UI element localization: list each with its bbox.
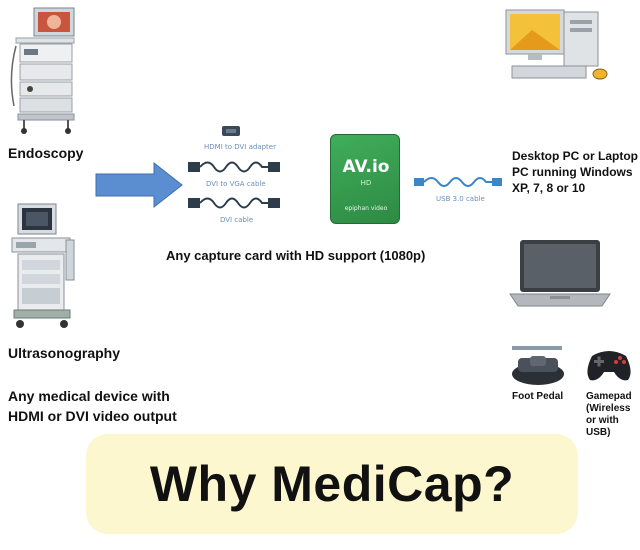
endoscopy-label: Endoscopy <box>8 145 84 161</box>
avio-brand-text: AV.io <box>342 157 390 177</box>
avio-maker-text: epiphan video <box>344 205 388 212</box>
banner-title: Why MediCap? <box>149 456 515 512</box>
avio-model-text: HD <box>360 179 372 187</box>
usb-cable-label: USB 3.0 cable <box>436 195 485 203</box>
ultrasonography-label: Ultrasonography <box>8 345 121 361</box>
dvi-vga-cable-icon <box>188 161 280 173</box>
gamepad-label: Gamepad (Wireless or with USB) <box>586 391 632 438</box>
why-medicap-banner: Why MediCap? <box>86 434 578 534</box>
hdmi-dvi-adapter-label: HDMI to DVI adapter <box>204 143 276 151</box>
avio-capture-device: AV.io HD epiphan video <box>330 134 400 224</box>
ultrasound-machine-image <box>11 203 75 328</box>
hdmi-dvi-adapter-icon <box>222 126 240 136</box>
usb-cable-icon <box>414 177 502 187</box>
desktop-pc-image <box>505 9 608 80</box>
laptop-image <box>509 240 611 307</box>
gamepad-image <box>587 351 631 381</box>
input-arrow-icon <box>95 162 183 208</box>
foot-pedal-label: Foot Pedal <box>512 391 564 402</box>
capture-card-caption: Any capture card with HD support (1080p) <box>166 248 426 263</box>
any-medical-device-text: Any medical device with HDMI or DVI vide… <box>8 388 177 424</box>
dvi-cable-label: DVI cable <box>220 216 254 224</box>
desktop-pc-text: Desktop PC or Laptop PC running Windows … <box>512 149 639 195</box>
endoscopy-tower-image <box>10 7 75 134</box>
dvi-vga-cable-label: DVI to VGA cable <box>206 180 266 188</box>
foot-pedal-image <box>512 346 564 385</box>
dvi-cable-icon <box>188 197 280 209</box>
